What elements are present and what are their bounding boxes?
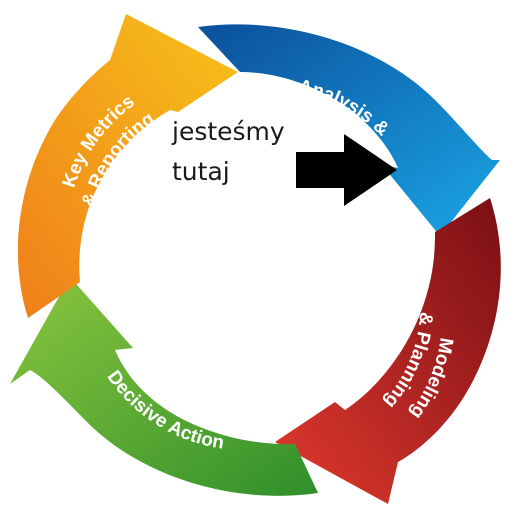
pointer-arrow-icon [296,134,397,206]
segment-modeling-arrow [275,198,501,504]
annotation-text-line1: jesteśmy [171,117,285,146]
annotation-text-line2: tutaj [172,157,230,186]
segment-metrics-arrow [17,14,238,318]
segment-analysis-arrow [198,24,500,237]
segment-decisive-arrow [10,277,318,496]
